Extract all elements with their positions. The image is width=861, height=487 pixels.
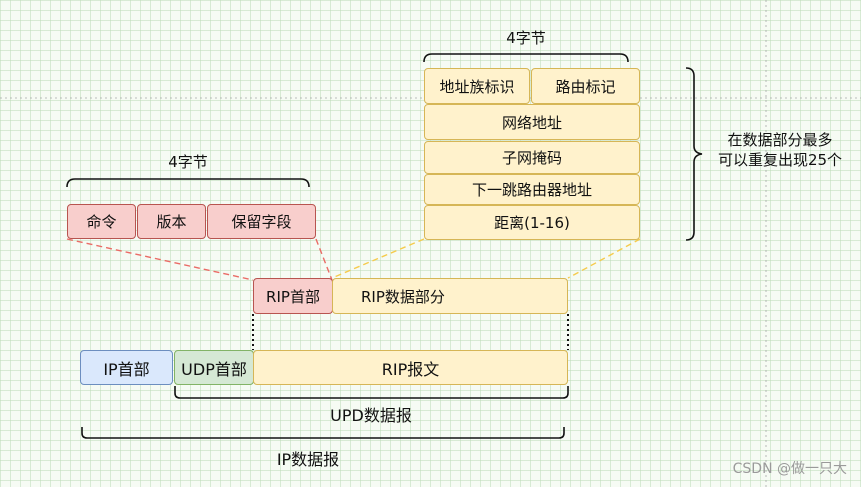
udp-datagram-label: UPD数据报 [330, 406, 412, 425]
watermark: CSDN @做一只大 [732, 461, 847, 477]
version-field: 版本 [137, 204, 206, 239]
yellow-connector-right [567, 238, 641, 279]
entry-width-brace [423, 53, 629, 63]
metric-field: 距离(1-16) [424, 205, 640, 240]
repeat-note: 在数据部分最多 可以重复出现25个 [700, 130, 860, 170]
rip-message-box: RIP报文 [253, 350, 568, 385]
subnet-mask-field: 子网掩码 [424, 141, 640, 174]
next-hop-field: 下一跳路由器地址 [424, 174, 640, 205]
pink-connector-right [315, 238, 333, 281]
entry-width-label: 4字节 [506, 29, 546, 47]
route-tag-field: 路由标记 [531, 68, 640, 104]
pink-connector-left [66, 238, 254, 281]
ip-header-box: IP首部 [80, 350, 173, 385]
header-width-label: 4字节 [168, 153, 208, 171]
repeat-note-line2: 可以重复出现25个 [717, 151, 843, 169]
ip-datagram-label: IP数据报 [276, 450, 340, 469]
header-width-brace [66, 178, 310, 188]
yellow-connector-left [331, 238, 425, 279]
ip-bracket [81, 427, 565, 439]
address-family-field: 地址族标识 [424, 68, 530, 104]
repeat-note-line1: 在数据部分最多 [727, 131, 833, 149]
network-address-field: 网络地址 [424, 104, 640, 140]
udp-header-box: UDP首部 [174, 350, 254, 385]
command-field: 命令 [67, 204, 136, 239]
udp-bracket [174, 386, 569, 399]
repeat-brace [685, 67, 703, 241]
rip-header-box: RIP首部 [253, 278, 333, 314]
reserved-field: 保留字段 [207, 204, 316, 239]
rip-data-box: RIP数据部分 [332, 278, 568, 314]
